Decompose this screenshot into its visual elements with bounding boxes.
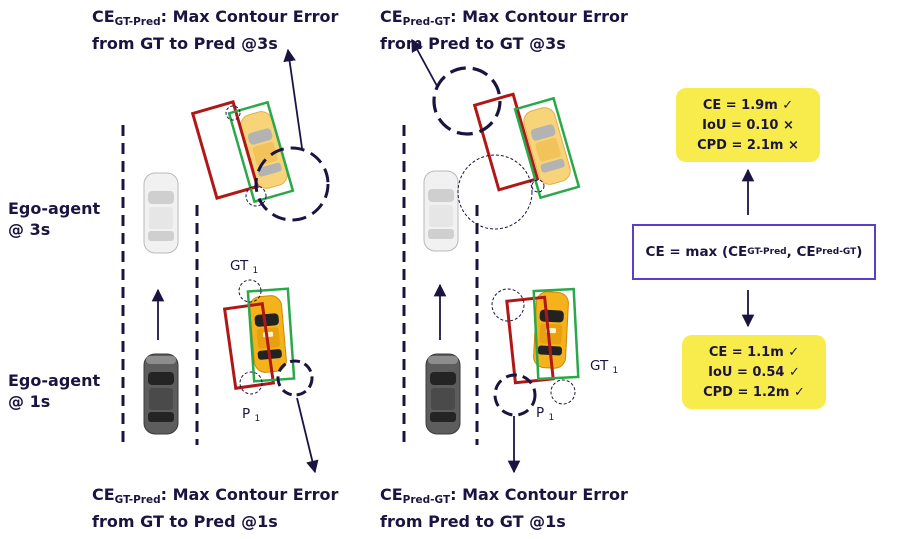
error-circle-1s-mid-large [493, 373, 537, 417]
metric-iou-3s: IoU = 0.10 × [702, 117, 794, 133]
pred-box-1s-mid [505, 295, 555, 385]
gt1-tag-right: GT 1 [590, 358, 619, 376]
gt-box-1s-left [246, 287, 296, 383]
ego-agent-3s-label: Ego-agent @ 3s [8, 199, 101, 239]
error-circle-1s-mid-gt [491, 288, 525, 322]
metric-iou-1s: IoU = 0.54 ✓ [708, 364, 800, 380]
pred-box-3s-mid [472, 92, 540, 192]
ego-car-3s-mid [423, 170, 459, 252]
metric-cpd-3s: CPD = 2.1m × [697, 137, 799, 153]
p1-tag-left: P 1 [242, 406, 261, 424]
label-top-left: CEGT-Pred: Max Contour Error from GT to … [92, 7, 339, 53]
metric-ce-1s: CE = 1.1m ✓ [708, 344, 800, 360]
pred-box-1s-left [222, 302, 276, 390]
ego-car-1s-mid [425, 353, 461, 435]
metrics-box-3s: CE = 1.9m ✓ IoU = 0.10 × CPD = 2.1m × [676, 88, 820, 162]
gt1-tag-left: GT 1 [230, 258, 259, 276]
error-circle-1s-left-gt [238, 279, 262, 303]
gt-box-3s-left [227, 100, 295, 204]
metrics-box-1s: CE = 1.1m ✓ IoU = 0.54 ✓ CPD = 1.2m ✓ [682, 335, 826, 409]
error-circle-3s-left-small-b [245, 185, 267, 207]
p1-tag-right: P 1 [536, 405, 555, 423]
ego-agent-1s-label: Ego-agent @ 1s [8, 371, 101, 411]
callout-arrow-bottom-left [296, 397, 319, 474]
error-circle-3s-mid-medium [457, 154, 533, 230]
gt-box-3s-mid [513, 96, 581, 200]
error-circle-1s-mid-pred [550, 379, 576, 405]
label-bottom-left: CEGT-Pred: Max Contour Error from GT to … [92, 485, 339, 531]
gt-box-1s-mid [532, 287, 580, 381]
error-circle-3s-mid-large [432, 66, 502, 136]
metric-cpd-1s: CPD = 1.2m ✓ [703, 384, 805, 400]
error-circle-3s-left-large [254, 146, 330, 222]
callout-arrow-top-mid [411, 38, 438, 87]
pred-box-3s-left [190, 100, 260, 200]
callout-arrow-top-left [283, 48, 303, 149]
ego-car-3s-left [143, 172, 179, 254]
error-circle-1s-left-pred [239, 371, 263, 395]
metric-ce-3s: CE = 1.9m ✓ [702, 97, 794, 113]
error-circle-1s-left-large [276, 359, 314, 397]
label-bottom-mid: CEPred-GT: Max Contour Error from Pred t… [380, 485, 628, 531]
error-circle-3s-left-small-a [225, 105, 241, 121]
ego-car-1s-left [143, 353, 179, 435]
error-circle-3s-mid-small [531, 179, 545, 193]
label-top-mid: CEPred-GT: Max Contour Error from Pred t… [380, 7, 628, 53]
